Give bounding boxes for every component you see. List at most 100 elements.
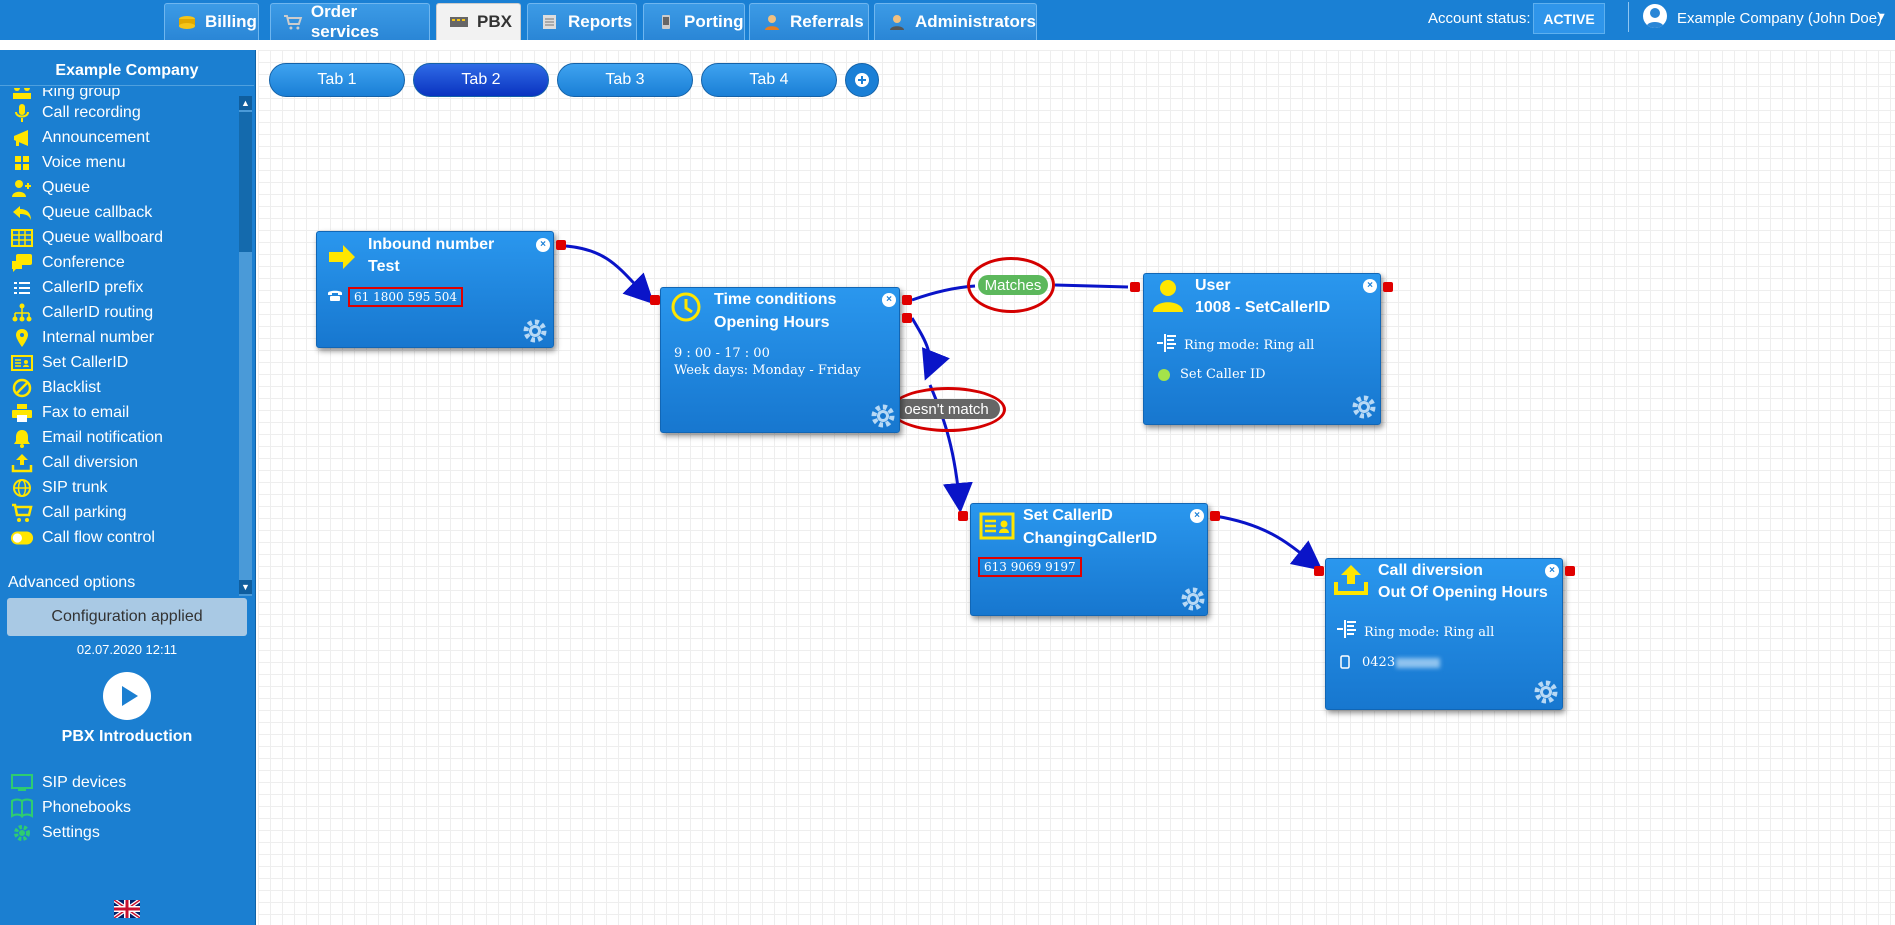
scroll-up-icon[interactable]: ▲ — [239, 96, 252, 110]
close-icon[interactable]: × — [1363, 279, 1377, 293]
output-port-no-match[interactable] — [902, 313, 912, 323]
sidebar-item-call-diversion[interactable]: Call diversion — [10, 451, 138, 475]
sidebar-item-label: Conference — [42, 254, 125, 271]
config-date: 02.07.2020 12:11 — [76, 642, 178, 657]
node-user[interactable]: User 1008 - SetCallerID × Ring mode: Rin… — [1143, 273, 1381, 425]
close-icon[interactable]: × — [1545, 564, 1559, 578]
output-port[interactable] — [556, 240, 566, 250]
sidebar-item-label: Call diversion — [42, 454, 139, 471]
chevron-down-icon[interactable]: ▼ — [1876, 11, 1887, 23]
sidebar-item-label: Email notification — [42, 429, 163, 446]
sidebar-item-settings[interactable]: Settings — [10, 821, 100, 845]
sidebar-item-label: Phonebooks — [42, 799, 131, 816]
close-icon[interactable]: × — [1190, 509, 1204, 523]
sidebar-item-queue-wallboard[interactable]: Queue wallboard — [10, 226, 163, 250]
megaphone-icon — [10, 128, 34, 148]
highlight-ellipse — [967, 257, 1055, 313]
close-icon[interactable]: × — [882, 293, 896, 307]
sidebar-item-set-callerid[interactable]: Set CallerID — [10, 351, 128, 375]
canvas-tab-2[interactable]: Tab 2 — [413, 63, 549, 97]
sidebar-item-queue-callback[interactable]: Queue callback — [10, 201, 152, 225]
sidebar-item-announcement[interactable]: Announcement — [10, 126, 150, 150]
output-port[interactable] — [1210, 511, 1220, 521]
tab-label: Reports — [568, 12, 633, 31]
sidebar-item-sip-trunk[interactable]: SIP trunk — [10, 476, 108, 500]
tab-referrals[interactable]: Referrals — [749, 3, 869, 40]
sidebar-item-voice-menu[interactable]: Voice menu — [10, 151, 126, 175]
gear-icon[interactable] — [522, 318, 548, 344]
sidebar-item-call-parking[interactable]: Call parking — [10, 501, 126, 525]
sidebar-item-call-flow-control[interactable]: Call flow control — [10, 526, 155, 550]
scroll-down-icon[interactable]: ▼ — [239, 580, 252, 594]
sidebar-item-email-notification[interactable]: Email notification — [10, 426, 163, 450]
advanced-options-link[interactable]: Advanced options — [8, 574, 136, 591]
gear-icon[interactable] — [1533, 679, 1559, 705]
tab-order-services[interactable]: Order services — [270, 2, 430, 41]
mobile-icon — [1340, 655, 1350, 669]
input-port[interactable] — [1314, 566, 1324, 576]
sidebar-item-conference[interactable]: Conference — [10, 251, 125, 275]
input-port[interactable] — [1130, 282, 1140, 292]
tab-reports[interactable]: Reports — [527, 3, 637, 40]
node-call-diversion[interactable]: Call diversion Out Of Opening Hours × Ri… — [1325, 558, 1563, 710]
canvas-tab-3[interactable]: Tab 3 — [557, 63, 693, 97]
sidebar-item-ring-group[interactable]: Ring group — [10, 88, 120, 104]
sidebar-item-label: Set CallerID — [42, 354, 129, 371]
scrollbar-thumb[interactable] — [239, 112, 252, 252]
output-port[interactable] — [1383, 282, 1393, 292]
set-caller-id-option: Set Caller ID — [1180, 367, 1266, 382]
sidebar-item-callerid-routing[interactable]: CallerID routing — [10, 301, 153, 325]
node-time-conditions[interactable]: Time conditions Opening Hours × 9 : 00 -… — [660, 287, 900, 433]
tab-label: Order services — [310, 2, 379, 41]
sidebar-item-label: Blacklist — [42, 379, 101, 396]
node-inbound-number[interactable]: Inbound number Test × 61 1800 595 504 — [316, 231, 554, 348]
user-menu[interactable]: Example Company (John Doe) — [1677, 10, 1883, 27]
output-port[interactable] — [1565, 566, 1575, 576]
avatar[interactable] — [1643, 4, 1667, 28]
close-icon[interactable]: × — [536, 238, 550, 252]
configuration-status-button[interactable]: Configuration applied — [7, 598, 247, 636]
node-set-callerid[interactable]: Set CallerID ChangingCallerID × 613 9069… — [970, 503, 1208, 616]
ring-mode: Ring mode: Ring all — [1364, 625, 1495, 640]
uk-flag-icon[interactable] — [114, 900, 140, 918]
divider — [1628, 2, 1629, 32]
caller-id-number: 613 9069 9197 — [978, 557, 1082, 577]
sidebar-item-internal-number[interactable]: Internal number — [10, 326, 154, 350]
tab-label: Administrators — [915, 12, 1036, 31]
cart-icon — [283, 15, 303, 30]
gear-icon[interactable] — [870, 403, 896, 429]
tab-porting[interactable]: Porting — [643, 3, 745, 40]
flow-canvas[interactable] — [258, 50, 1895, 925]
sidebar-item-call-recording[interactable]: Call recording — [10, 101, 141, 125]
bell-icon — [10, 428, 34, 448]
ban-icon — [10, 378, 34, 398]
canvas-tab-1[interactable]: Tab 1 — [269, 63, 405, 97]
toggle-icon — [10, 528, 34, 548]
node-subtitle: Opening Hours — [714, 314, 830, 331]
account-status-label: Account status: — [1428, 10, 1531, 27]
sidebar-item-label: Queue callback — [42, 204, 153, 221]
gear-icon[interactable] — [1180, 586, 1206, 612]
output-port-matches[interactable] — [902, 295, 912, 305]
sidebar-item-queue[interactable]: Queue — [10, 176, 90, 200]
sidebar-item-phonebooks[interactable]: Phonebooks — [10, 796, 131, 820]
gear-icon[interactable] — [1351, 394, 1377, 420]
add-tab-button[interactable] — [845, 63, 879, 97]
input-port[interactable] — [650, 295, 660, 305]
tab-billing[interactable]: Billing — [164, 3, 259, 40]
sidebar-item-blacklist[interactable]: Blacklist — [10, 376, 101, 400]
chat-icon — [10, 253, 34, 273]
tab-administrators[interactable]: Administrators — [874, 3, 1037, 40]
sidebar-item-callerid-prefix[interactable]: CallerID prefix — [10, 276, 143, 300]
id-card-icon — [979, 512, 1015, 540]
canvas-tab-4[interactable]: Tab 4 — [701, 63, 837, 97]
sidebar-item-fax-to-email[interactable]: Fax to email — [10, 401, 129, 425]
monitor-icon — [10, 773, 34, 793]
sidebar-item-label: Queue — [42, 179, 91, 196]
play-button[interactable] — [103, 672, 151, 720]
pbx-introduction-label[interactable]: PBX Introduction — [61, 728, 193, 745]
tab-pbx[interactable]: PBX — [436, 3, 521, 40]
input-port[interactable] — [958, 511, 968, 521]
sidebar-item-sip-devices[interactable]: SIP devices — [10, 771, 126, 795]
